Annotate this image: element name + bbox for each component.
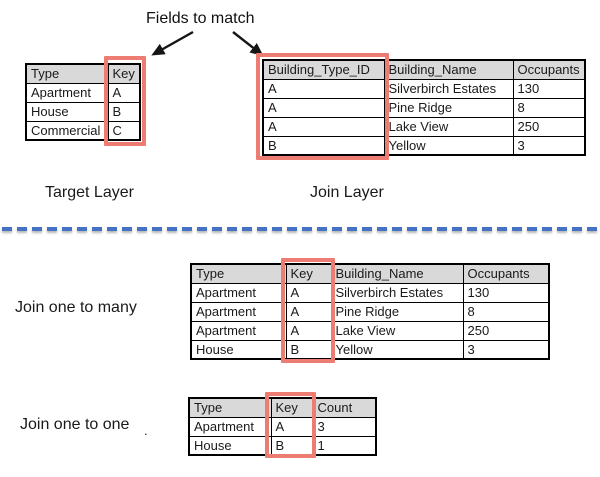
- cell: Pine Ridge: [383, 97, 514, 118]
- table-row: Commercial C: [25, 120, 141, 141]
- cell: Silverbirch Estates: [383, 78, 514, 99]
- cell: Silverbirch Estates: [330, 282, 464, 303]
- cell: Apartment: [190, 282, 287, 303]
- join-one-to-many-label: Join one to many: [15, 299, 137, 316]
- column-header: Count: [312, 397, 377, 418]
- table-row: Apartment A Silverbirch Estates 130: [190, 282, 550, 303]
- table-row: Apartment A Pine Ridge 8: [190, 301, 550, 322]
- column-header: Key: [285, 263, 332, 284]
- join-layer-label: Join Layer: [310, 184, 384, 201]
- table-header-row: Type Key: [25, 63, 141, 84]
- table-row: Apartment A: [25, 82, 141, 103]
- cell: A: [285, 301, 332, 322]
- target-layer-table: Type Key Apartment A House B Commercial …: [25, 63, 141, 141]
- cell: B: [107, 101, 141, 122]
- cell: B: [270, 435, 314, 456]
- stray-dot: .: [144, 423, 148, 438]
- cell: A: [285, 320, 332, 341]
- cell: Lake View: [330, 320, 464, 341]
- join-one-to-one-label: Join one to one: [20, 416, 130, 433]
- table-row: B Yellow 3: [262, 135, 586, 156]
- cell: Lake View: [383, 116, 514, 137]
- column-header: Occupants: [512, 59, 586, 80]
- column-header: Occupants: [462, 263, 550, 284]
- arrow-down-left-icon: [151, 30, 194, 56]
- table-row: Apartment A 3: [188, 416, 377, 437]
- column-header: Type: [188, 397, 272, 418]
- cell: 8: [462, 301, 550, 322]
- arrow-down-right-icon: [232, 31, 264, 56]
- cell: Yellow: [330, 339, 464, 360]
- join-layer-table: Building_Type_ID Building_Name Occupants…: [262, 59, 586, 156]
- table-row: A Lake View 250: [262, 116, 586, 137]
- table-row: Apartment A Lake View 250: [190, 320, 550, 341]
- dashed-separator: [2, 227, 598, 231]
- cell: 3: [312, 416, 377, 437]
- column-header: Building_Type_ID: [262, 59, 385, 80]
- cell: 3: [512, 135, 586, 156]
- cell: B: [285, 339, 332, 360]
- join-one-to-one-table: Type Key Count Apartment A 3 House B 1: [188, 397, 377, 456]
- cell: 3: [462, 339, 550, 360]
- column-header: Type: [190, 263, 287, 284]
- target-layer-label: Target Layer: [45, 184, 134, 201]
- cell: Apartment: [190, 320, 287, 341]
- table-row: House B 1: [188, 435, 377, 456]
- cell: Apartment: [190, 301, 287, 322]
- table-row: House B: [25, 101, 141, 122]
- cell: 250: [462, 320, 550, 341]
- cell: 130: [462, 282, 550, 303]
- cell: Yellow: [383, 135, 514, 156]
- join-one-to-many-table: Type Key Building_Name Occupants Apartme…: [190, 263, 550, 360]
- cell: Apartment: [188, 416, 272, 437]
- cell: 8: [512, 97, 586, 118]
- column-header: Building_Name: [383, 59, 514, 80]
- cell: A: [285, 282, 332, 303]
- column-header: Key: [107, 63, 141, 84]
- table-row: A Pine Ridge 8: [262, 97, 586, 118]
- cell: C: [107, 120, 141, 141]
- fields-to-match-arrows: [151, 30, 264, 56]
- cell: A: [262, 78, 385, 99]
- cell: Pine Ridge: [330, 301, 464, 322]
- table-header-row: Type Key Count: [188, 397, 377, 418]
- cell: A: [107, 82, 141, 103]
- column-header: Building_Name: [330, 263, 464, 284]
- cell: B: [262, 135, 385, 156]
- cell: A: [262, 116, 385, 137]
- table-header-row: Type Key Building_Name Occupants: [190, 263, 550, 284]
- cell: 130: [512, 78, 586, 99]
- table-row: House B Yellow 3: [190, 339, 550, 360]
- table-row: A Silverbirch Estates 130: [262, 78, 586, 99]
- cell: House: [25, 101, 109, 122]
- cell: 1: [312, 435, 377, 456]
- table-header-row: Building_Type_ID Building_Name Occupants: [262, 59, 586, 80]
- fields-to-match-label: Fields to match: [146, 10, 255, 27]
- column-header: Type: [25, 63, 109, 84]
- cell: A: [270, 416, 314, 437]
- cell: Commercial: [25, 120, 109, 141]
- cell: House: [190, 339, 287, 360]
- cell: House: [188, 435, 272, 456]
- column-header: Key: [270, 397, 314, 418]
- cell: Apartment: [25, 82, 109, 103]
- cell: 250: [512, 116, 586, 137]
- cell: A: [262, 97, 385, 118]
